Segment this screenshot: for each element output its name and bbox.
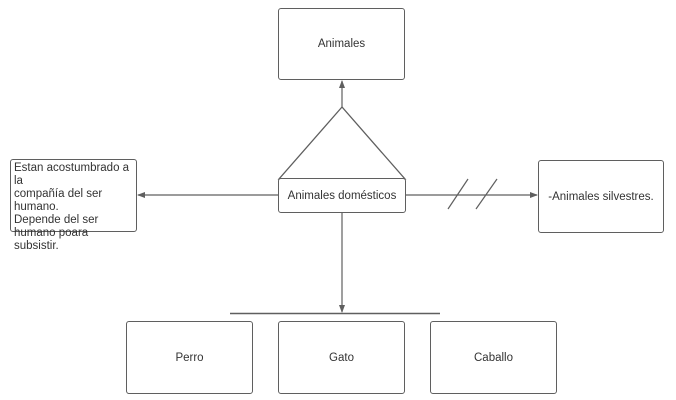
- node-animales-silvestres[interactable]: -Animales silvestres.: [538, 160, 664, 233]
- node-animales-domesticos[interactable]: Animales domésticos: [278, 178, 406, 213]
- node-caballo[interactable]: Caballo: [430, 321, 557, 394]
- node-gato[interactable]: Gato: [278, 321, 405, 394]
- node-animales-silvestres-label: -Animales silvestres.: [548, 190, 654, 203]
- node-gato-label: Gato: [329, 351, 354, 364]
- negation-slash-1: [447, 178, 469, 210]
- negation-slash-2: [475, 178, 498, 210]
- node-animales-label: Animales: [317, 38, 366, 50]
- node-caballo-label: Caballo: [474, 351, 513, 364]
- node-description-note-text: Estan acostumbrado a la compañía del ser…: [14, 162, 130, 252]
- node-animales[interactable]: Animales: [278, 8, 405, 80]
- node-perro[interactable]: Perro: [126, 321, 253, 394]
- node-description-note[interactable]: Estan acostumbrado a la compañía del ser…: [10, 159, 137, 252]
- node-perro-label: Perro: [175, 351, 204, 364]
- node-animales-domesticos-label: Animales domésticos: [287, 189, 397, 202]
- generalization-triangle: [277, 106, 407, 180]
